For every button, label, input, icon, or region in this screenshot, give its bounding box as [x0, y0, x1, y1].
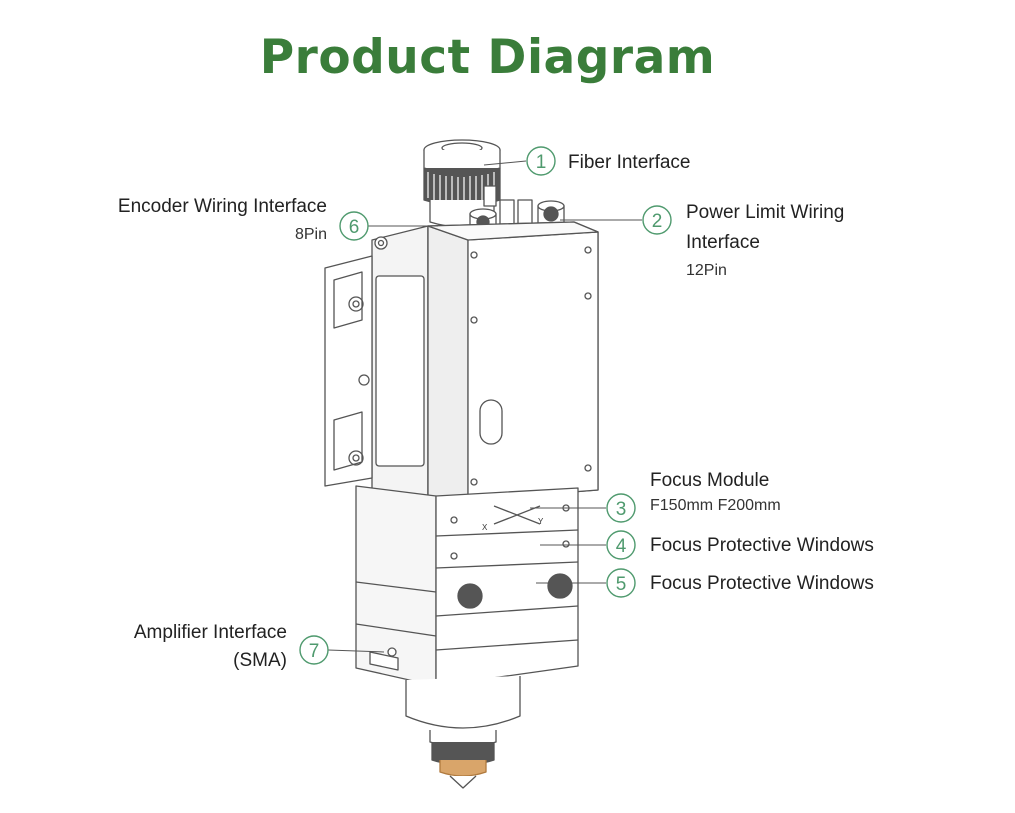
callout-circle-4	[606, 530, 636, 560]
label-amplifier-interface: Amplifier Interface	[133, 622, 287, 643]
callout-circle-6	[339, 211, 369, 241]
callout-circle-7	[299, 635, 329, 665]
label-focus-protective-windows-4: Focus Protective Windows	[650, 535, 874, 556]
axis-mark-x: X	[482, 523, 488, 532]
page-title: Product Diagram	[259, 30, 716, 85]
callout-circles	[299, 146, 672, 665]
fiber-connector	[423, 139, 501, 228]
label-encoder-wiring-interface: Encoder Wiring Interface	[117, 196, 327, 217]
left-side-block	[324, 225, 429, 513]
main-front-box	[427, 221, 599, 503]
callout-number-6: 6	[349, 217, 360, 238]
callout-number-2: 2	[652, 211, 663, 232]
label-focus-protective-windows-5: Focus Protective Windows	[650, 573, 874, 594]
callout-circle-5	[606, 568, 636, 598]
callout-number-7: 7	[309, 641, 320, 662]
callout-number-1: 1	[536, 152, 547, 173]
callout-number-3: 3	[616, 499, 627, 520]
label-encoder-pins: 8Pin	[294, 226, 327, 243]
label-power-limit-interface: Interface	[686, 232, 760, 253]
label-power-limit-wiring: Power Limit Wiring	[686, 202, 845, 223]
label-focus-module: Focus Module	[650, 470, 770, 491]
leader-lines	[327, 160, 642, 653]
callout-circle-3	[606, 493, 636, 523]
lower-body	[355, 485, 579, 687]
callout-circle-1	[526, 146, 556, 176]
callout-number-4: 4	[616, 536, 627, 557]
label-amplifier-sma: (SMA)	[233, 650, 287, 671]
callout-number-5: 5	[616, 574, 627, 595]
callout-circle-2	[642, 205, 672, 235]
axis-mark-y: Y	[538, 517, 544, 526]
label-focus-module-detail: F150mm F200mm	[650, 497, 781, 514]
nozzle	[405, 676, 521, 789]
label-fiber-interface: Fiber Interface	[568, 152, 691, 173]
label-power-limit-pins: 12Pin	[686, 262, 727, 279]
